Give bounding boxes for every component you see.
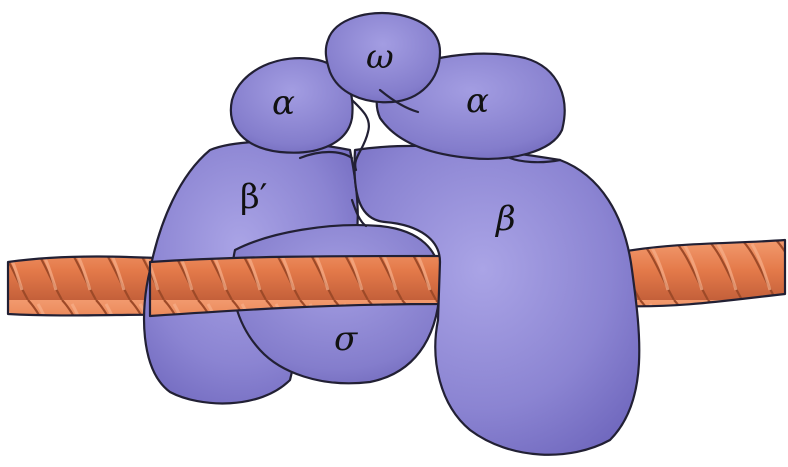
beta-label: β [494, 199, 516, 239]
sigma-label: σ [334, 319, 358, 359]
alpha-left-label: α [272, 83, 295, 123]
alpha-right-label: α [466, 81, 489, 121]
beta-prime-label: β′ [240, 177, 267, 217]
omega-label: ω [366, 37, 394, 77]
dna-strand-right [620, 240, 785, 306]
